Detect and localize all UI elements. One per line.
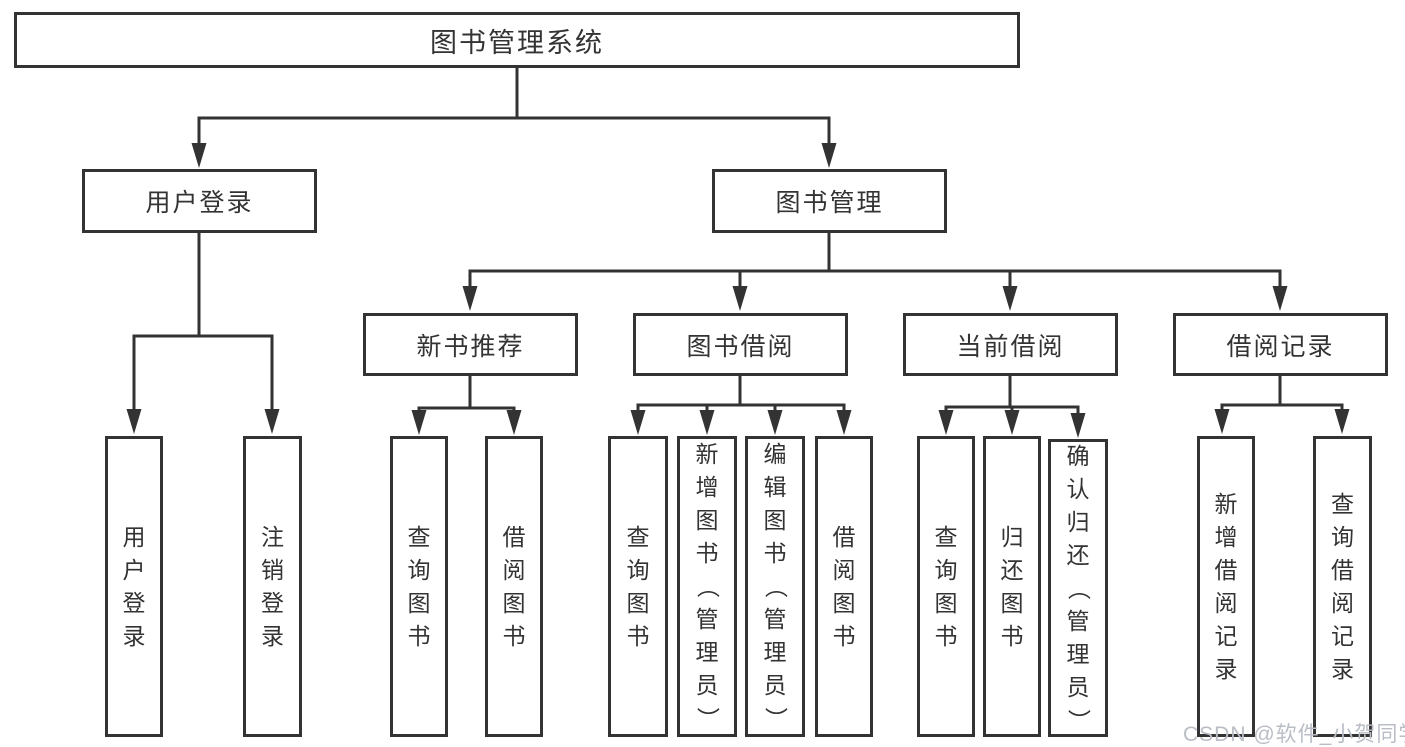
leaf-query-books-current: 查询图书 <box>917 436 975 737</box>
leaf-query-books-recommend: 查询图书 <box>390 436 448 737</box>
leaf-label: 新增借阅记录 <box>1214 490 1238 682</box>
leaf-query-borrow-record: 查询借阅记录 <box>1313 436 1372 737</box>
leaf-label: 归还图书 <box>1000 523 1024 649</box>
node-label: 当前借阅 <box>956 332 1065 361</box>
node-book-management: 图书管理 <box>712 169 947 233</box>
node-label: 图书管理系统 <box>430 27 604 58</box>
leaf-query-books-borrow: 查询图书 <box>608 436 668 737</box>
leaf-return-book: 归还图书 <box>983 436 1041 737</box>
node-new-book-recommend: 新书推荐 <box>363 313 578 376</box>
leaf-edit-book-admin: 编辑图书（管理员） <box>745 436 805 737</box>
node-label: 新书推荐 <box>416 332 525 361</box>
leaf-label: 确认归还（管理员） <box>1065 442 1092 732</box>
leaf-add-book-admin: 新增图书（管理员） <box>677 436 737 737</box>
node-book-borrowing: 图书借阅 <box>633 313 848 376</box>
leaf-confirm-return-admin: 确认归还（管理员） <box>1048 439 1108 737</box>
leaf-label: 查询图书 <box>626 523 650 649</box>
leaf-label: 用户登录 <box>122 523 146 649</box>
node-label: 借阅记录 <box>1226 332 1335 361</box>
node-library-management-system: 图书管理系统 <box>14 12 1020 68</box>
leaf-label: 注销登录 <box>261 523 284 649</box>
node-label: 用户登录 <box>145 189 254 217</box>
leaf-borrow-book: 借阅图书 <box>815 436 873 737</box>
node-borrowing-records: 借阅记录 <box>1173 313 1388 376</box>
leaf-label: 查询借阅记录 <box>1331 490 1354 682</box>
leaf-label: 查询图书 <box>934 523 958 649</box>
leaf-label: 借阅图书 <box>502 523 526 649</box>
node-label: 图书借阅 <box>686 332 795 361</box>
leaf-add-borrow-record: 新增借阅记录 <box>1197 436 1255 737</box>
node-label: 图书管理 <box>775 189 884 217</box>
leaf-label: 新增图书（管理员） <box>694 441 721 731</box>
leaf-logout: 注销登录 <box>243 436 302 737</box>
leaf-label: 编辑图书（管理员） <box>762 441 789 731</box>
leaf-borrow-books-recommend: 借阅图书 <box>485 436 543 737</box>
node-user-login: 用户登录 <box>82 169 317 233</box>
leaf-label: 借阅图书 <box>832 523 856 649</box>
leaf-user-login: 用户登录 <box>105 436 163 737</box>
leaf-label: 查询图书 <box>407 523 431 649</box>
csdn-watermark: CSDN @软件_小贺同学 <box>1183 723 1405 746</box>
node-current-borrowing: 当前借阅 <box>903 313 1118 376</box>
